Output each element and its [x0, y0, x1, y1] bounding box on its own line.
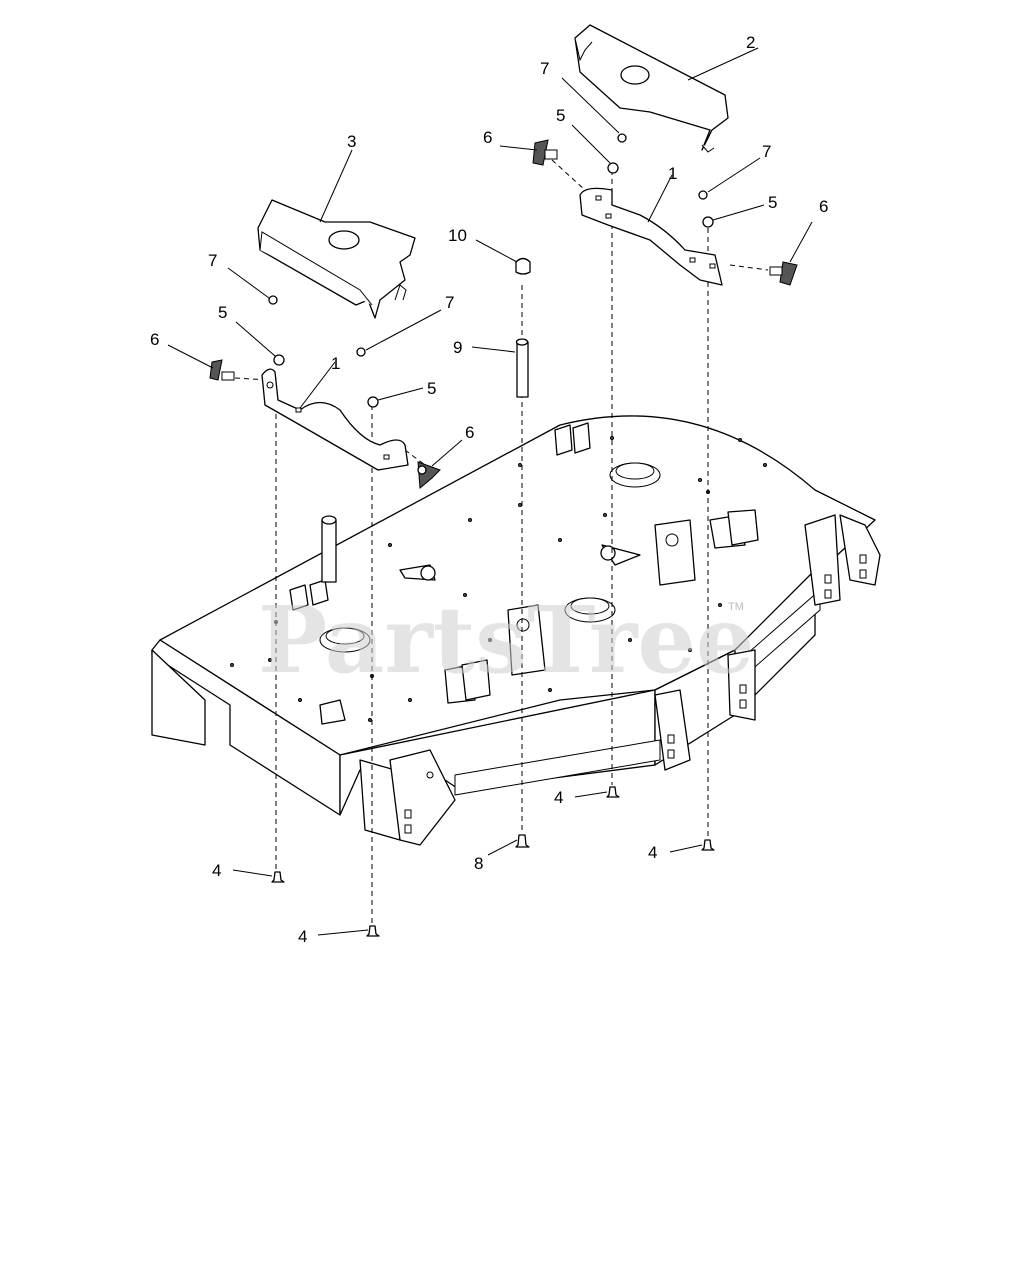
callout-7-a: 7	[208, 251, 217, 270]
alignment-lines	[234, 159, 769, 925]
callout-5-b: 5	[427, 379, 436, 398]
callout-3: 3	[347, 132, 356, 151]
bolts	[271, 786, 715, 937]
callout-1-right: 1	[668, 164, 677, 183]
callout-9: 9	[453, 338, 462, 357]
cover-left	[257, 199, 416, 319]
callout-7-b: 7	[445, 293, 454, 312]
callout-5-a: 5	[218, 303, 227, 322]
deck-holes	[230, 436, 767, 722]
cover-right	[574, 24, 729, 153]
callout-4-a: 4	[212, 861, 221, 880]
bracket-left	[261, 368, 409, 471]
callout-6-b: 6	[465, 423, 474, 442]
callouts: 1 1 2 3 4 4 4 4 5 5 5 5 6 6 6 6 7 7 7 7 …	[150, 33, 828, 946]
mower-deck	[151, 415, 881, 846]
knob-1	[209, 359, 235, 381]
leader-lines	[167, 47, 813, 936]
callout-5-d: 5	[768, 193, 777, 212]
spacer	[515, 338, 529, 398]
callout-10: 10	[448, 226, 467, 245]
nuts	[268, 133, 714, 408]
callout-7-d: 7	[762, 142, 771, 161]
callout-6-c: 6	[483, 128, 492, 147]
knob-3	[532, 139, 558, 166]
callout-6-a: 6	[150, 330, 159, 349]
watermark: PartsTree	[258, 586, 754, 694]
callout-4-b: 4	[298, 927, 307, 946]
knob-4	[769, 261, 798, 286]
callout-5-c: 5	[556, 106, 565, 125]
cap	[515, 257, 531, 275]
callout-1-left: 1	[331, 354, 340, 373]
callout-2: 2	[746, 33, 755, 52]
knob-2	[417, 461, 441, 490]
callout-6-d: 6	[819, 197, 828, 216]
bracket-right	[579, 187, 723, 286]
watermark-tm: TM	[728, 601, 744, 613]
callout-8: 8	[474, 854, 483, 873]
callout-4-c: 4	[554, 788, 563, 807]
callout-4-d: 4	[648, 843, 657, 862]
callout-7-c: 7	[540, 59, 549, 78]
